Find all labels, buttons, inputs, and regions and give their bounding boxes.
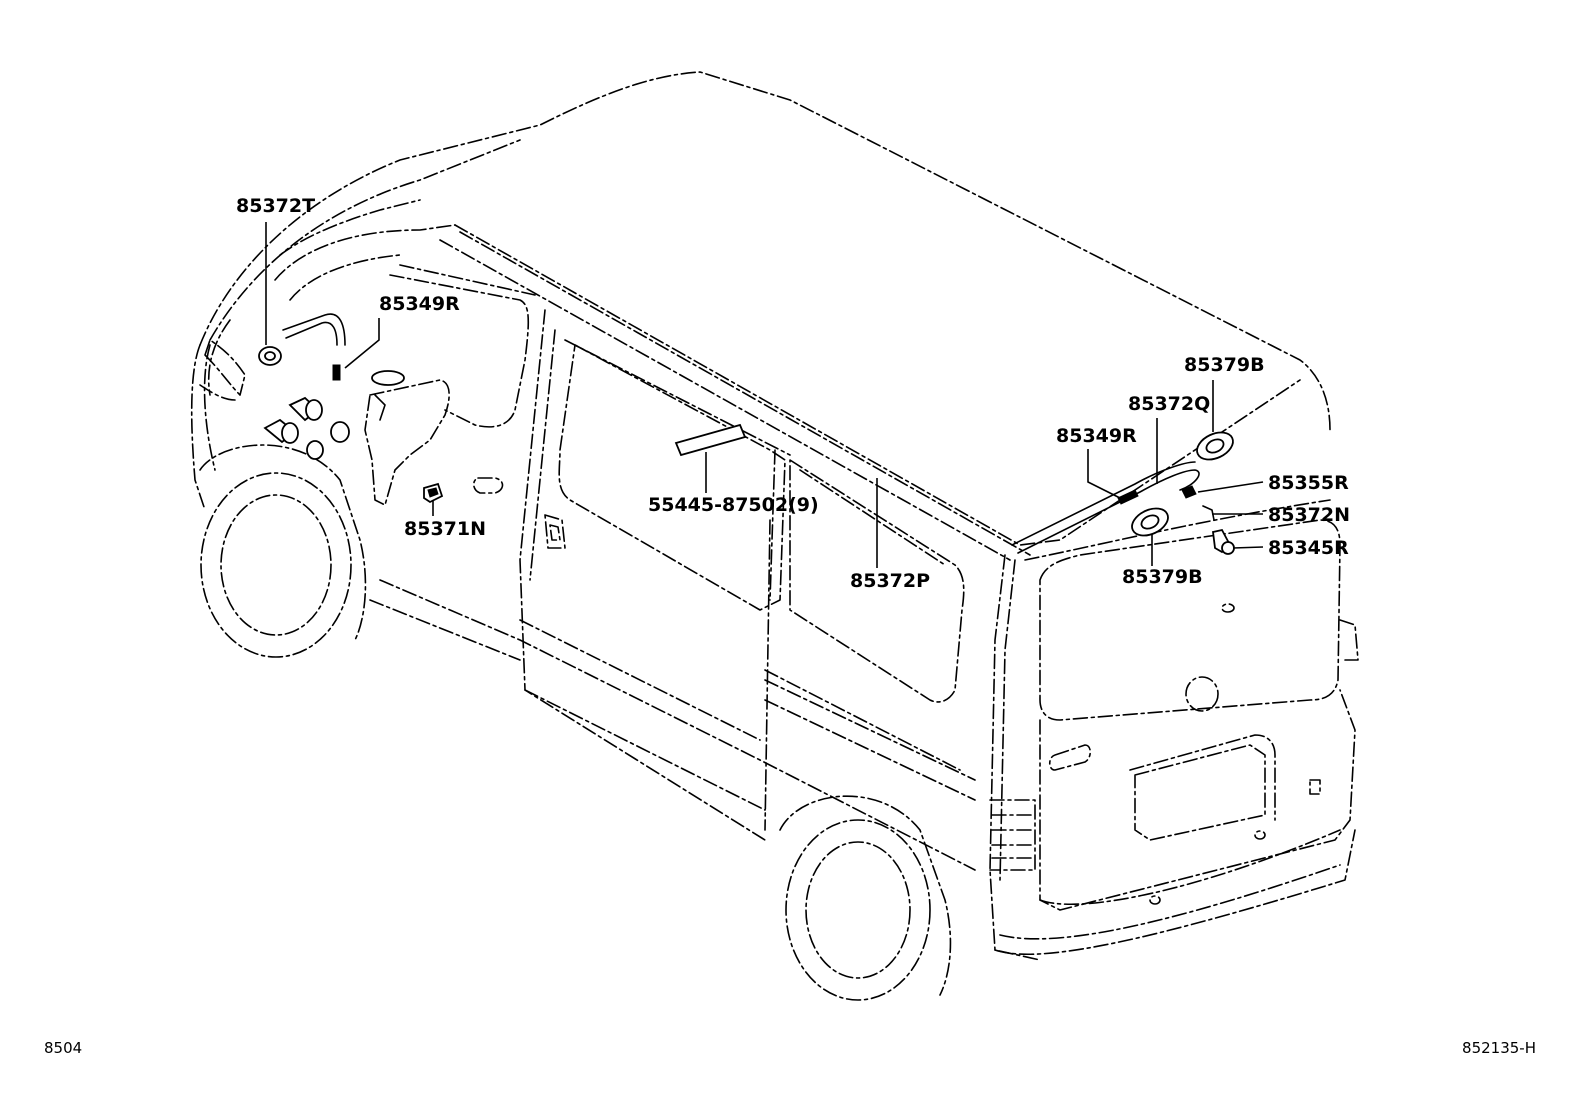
callout-85372P: 85372P [850,570,930,592]
caution-label-55445 [674,423,747,457]
callout-85355R: 85355R [1268,472,1349,494]
callout-85345R: 85345R [1268,537,1349,559]
callout-85372N: 85372N [1268,504,1350,526]
callout-labels: 85372T 85349R 85371N 55445-87502(9) 8537… [236,195,1350,592]
callout-85379B-top: 85379B [1184,354,1265,376]
callout-85372Q: 85372Q [1128,393,1210,415]
callout-85379B-bottom: 85379B [1122,566,1203,588]
washer-tank-cap [371,370,405,386]
footer-right-code: 852135-H [1462,1039,1536,1057]
washer-parts-rear [1011,431,1235,555]
footer-left-code: 8504 [44,1039,82,1057]
check-valve-85355R [1181,485,1197,499]
callout-85349R-front: 85349R [379,293,460,315]
washer-parts-front [258,313,450,506]
callout-85372T: 85372T [236,195,315,217]
hose-joint-85349R-front [332,364,341,381]
van-body-outline [190,71,1359,1001]
hose-85372N [1202,505,1215,521]
callout-55445-87502: 55445-87502(9) [648,494,819,516]
hose-joint-85349R-rear [1117,489,1139,505]
callout-85349R-rear: 85349R [1056,425,1137,447]
callout-85371N: 85371N [404,518,486,540]
footer: 8504 852135-H [44,1039,1536,1057]
leader-lines [265,222,1264,568]
label-sticker [674,423,747,457]
